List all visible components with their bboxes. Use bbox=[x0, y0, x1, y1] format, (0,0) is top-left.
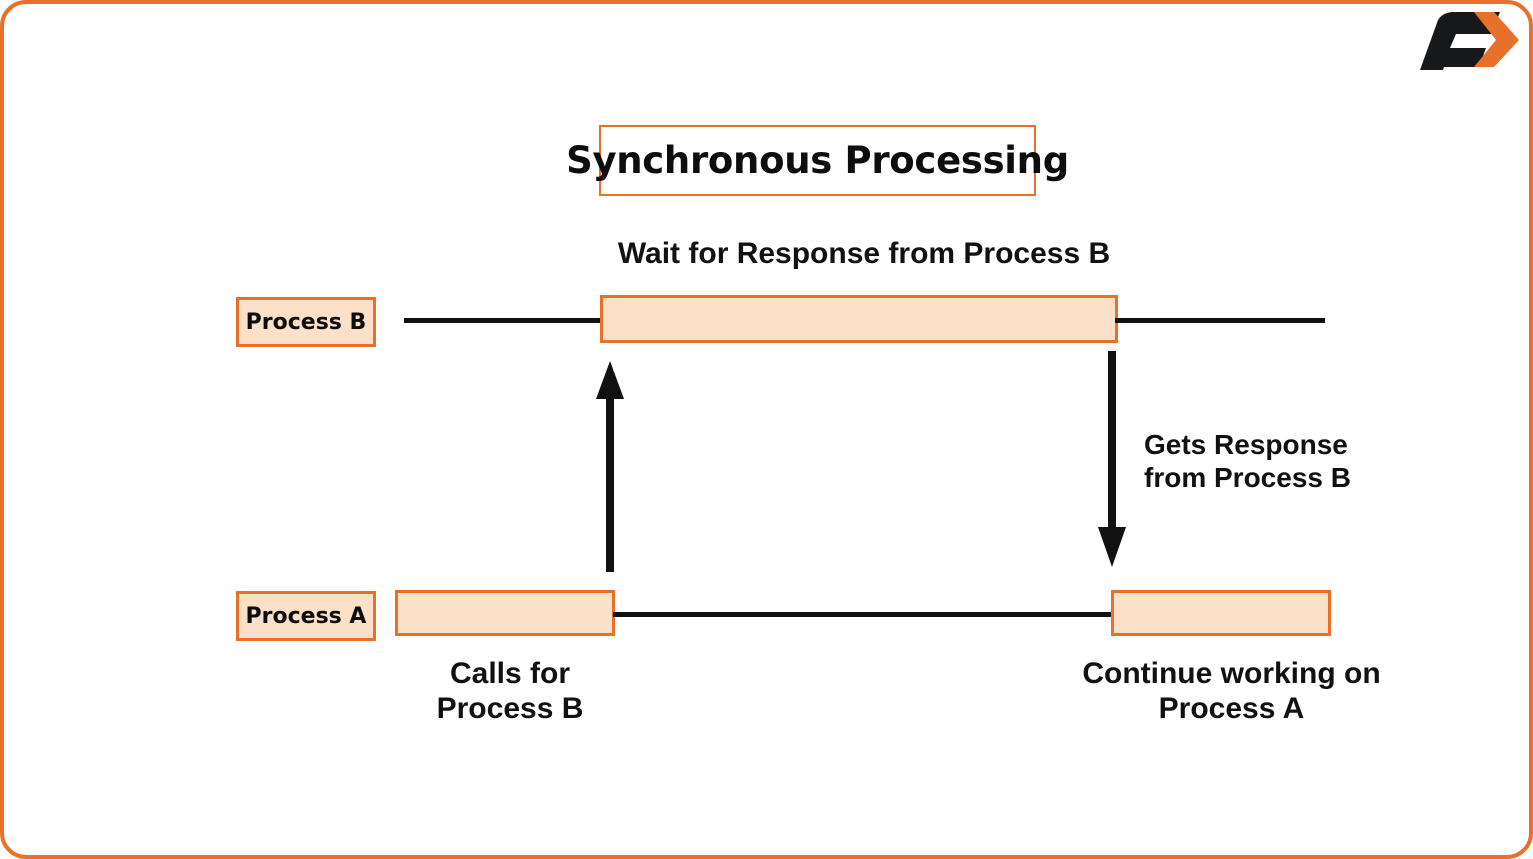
activation-process-b bbox=[600, 295, 1118, 343]
f-arrow-logo bbox=[1416, 10, 1522, 72]
annotation-calls-for-process-b: Calls for Process B bbox=[436, 657, 584, 726]
annotation-gets-response: Gets Response from Process B bbox=[1144, 429, 1351, 494]
arrow-up-icon bbox=[590, 359, 632, 579]
lane-label-process-b: Process B bbox=[236, 297, 376, 347]
annotation-continue-working: Continue working on Process A bbox=[1082, 657, 1381, 726]
lane-label-process-b-text: Process B bbox=[245, 309, 367, 335]
arrow-down-icon bbox=[1092, 347, 1134, 574]
diagram-title-box: Synchronous Processing bbox=[566, 125, 1069, 196]
lifeline-process-b-right bbox=[1115, 318, 1325, 323]
activation-process-a-call bbox=[395, 590, 615, 636]
lifeline-process-b-left bbox=[404, 318, 602, 323]
lane-label-process-a: Process A bbox=[236, 591, 376, 641]
page-title: Synchronous Processing bbox=[566, 139, 1069, 182]
activation-process-a-continue bbox=[1111, 590, 1331, 636]
annotation-wait-for-response: Wait for Response from Process B bbox=[617, 237, 1111, 270]
lifeline-process-a-middle bbox=[613, 612, 1113, 617]
lane-label-process-a-text: Process A bbox=[245, 603, 367, 629]
